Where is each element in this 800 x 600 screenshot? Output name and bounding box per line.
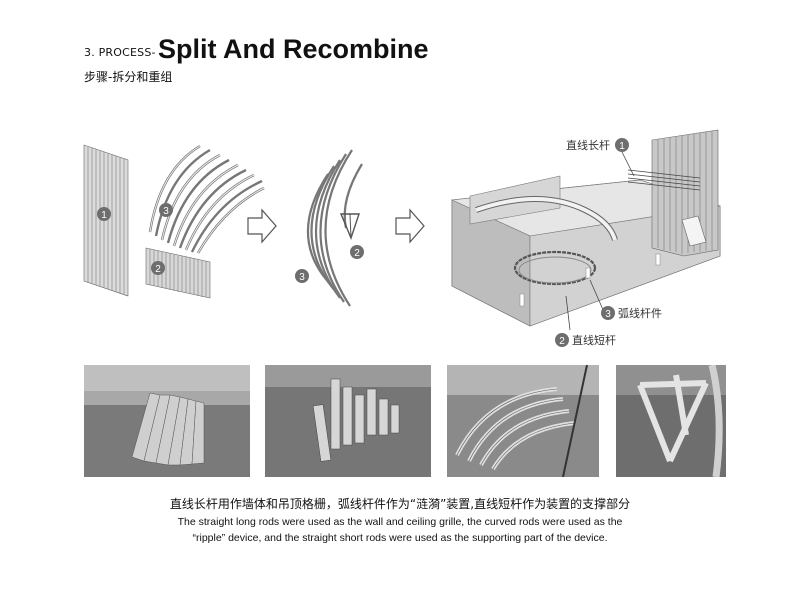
marker-3-icon: 3 [295,269,309,283]
photo-truss-support [616,365,726,477]
photo-long-rods [84,365,250,477]
caption-chinese: 直线长杆用作墙体和吊顶格栅，弧线杆件作为“涟漪”装置,直线短杆作为装置的支撑部分 [169,497,631,511]
label-straight-short-rod: 直线短杆 [572,333,616,347]
page-title: Split And Recombine [158,34,429,64]
marker-3-icon: 3 [601,306,615,320]
caption-english-line-2: “ripple” device, and the straight short … [192,532,608,544]
marker-1-icon: 1 [615,138,629,152]
photo-curved-rods [447,365,599,477]
arrow-right-icon [395,208,425,244]
svg-text:1: 1 [619,141,625,152]
svg-text:2: 2 [155,264,161,275]
marker-2-icon: 2 [350,245,364,259]
caption-english-line-1: The straight long rods were used as the … [177,516,623,528]
marker-2-icon: 2 [555,333,569,347]
marker-3-icon: 3 [159,203,173,217]
marker-1-icon: 1 [97,207,111,221]
svg-text:3: 3 [605,309,611,320]
svg-text:2: 2 [354,248,360,259]
label-straight-long-rod: 直线长杆 [566,138,610,152]
label-curved-rod: 弧线杆件 [618,306,662,320]
curved-rod-ceiling-highlight [149,145,265,254]
arrow-right-icon [247,208,277,244]
step-prefix: 3. PROCESS- [84,46,156,59]
svg-text:3: 3 [163,206,169,217]
svg-text:2: 2 [559,336,565,347]
marker-2-icon: 2 [151,261,165,275]
split-curved-rods [306,149,363,307]
page-subtitle: 步骤-拆分和重组 [84,70,173,84]
svg-text:3: 3 [299,272,305,283]
svg-text:1: 1 [101,210,107,221]
short-rod-panel [145,247,211,299]
assembled-installation [450,129,721,327]
photo-short-rods [265,365,431,477]
curved-rod-ceiling [148,144,265,254]
